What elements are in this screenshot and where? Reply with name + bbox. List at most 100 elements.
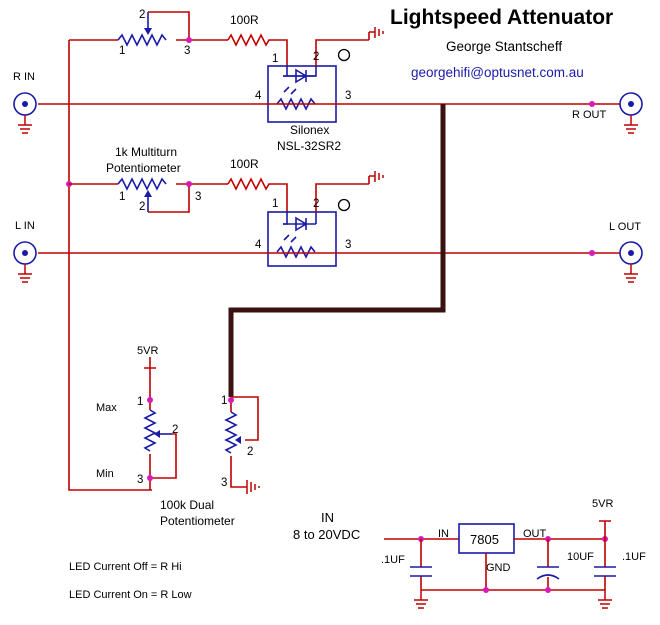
cap-in-icon: [410, 566, 432, 577]
regulator-part: 7805: [470, 532, 499, 547]
pot-bottom-pin-2: 2: [139, 201, 145, 213]
ground-icon: [414, 590, 428, 609]
pot-top-pin-3: 3: [184, 45, 190, 57]
opto-top-pin-3: 3: [345, 90, 351, 102]
r-in-label: R IN: [13, 71, 35, 83]
resistor-100r-top: [227, 33, 288, 66]
junction-dot: [589, 250, 595, 256]
supply-5vr-wire: [144, 357, 156, 369]
dual-pot-a-pin-3: 3: [137, 474, 143, 486]
schematic-title: Lightspeed Attenuator: [390, 6, 613, 29]
dual-pot-b-pin-2: 2: [247, 446, 253, 458]
resistor-top-value: 100R: [230, 13, 259, 27]
note-led-off: LED Current Off = R Hi: [69, 561, 182, 573]
junction-dot: [147, 397, 153, 403]
opto-led-icon: [283, 68, 316, 84]
pot-bottom-pin-3: 3: [195, 191, 201, 203]
opto-bottom-pin-4: 4: [255, 239, 262, 251]
resistor-bottom-value: 100R: [230, 157, 259, 171]
opto-ldr-icon: [276, 245, 316, 259]
dual-pot-a-resistor: [143, 409, 157, 452]
pot-bottom-pin-1: 1: [119, 191, 125, 203]
r-out-label: R OUT: [572, 109, 607, 121]
author-email: georgehifi@optusnet.com.au: [411, 65, 584, 80]
dual-pot-label-line1: 100k Dual: [160, 498, 214, 512]
ground-icon: [598, 590, 612, 609]
opto-light-arrows-icon: [283, 86, 297, 95]
reg-output-rail: 5VR: [592, 498, 613, 510]
cap-out-icon: [594, 566, 616, 577]
dual-pot-supply-label: 5VR: [137, 345, 158, 357]
author-name: George Stantscheff: [446, 39, 562, 54]
opto-bottom-pin-1: 1: [272, 198, 278, 210]
junction-dot: [589, 101, 595, 107]
junction-dot: [186, 181, 192, 187]
control-bus-wire: [68, 40, 152, 491]
r-in-connector-icon: [13, 92, 37, 134]
junction-dot: [228, 397, 234, 403]
multiturn-label-line1: 1k Multiturn: [115, 145, 177, 159]
reg-input-title: IN: [321, 510, 334, 525]
cap-out-value: .1UF: [622, 551, 646, 563]
ground-icon: [240, 480, 260, 494]
dual-pot-b-resistor: [224, 411, 238, 454]
wire: [315, 183, 369, 212]
wire: [150, 433, 177, 479]
l-out-label: L OUT: [609, 221, 641, 233]
wire: [315, 39, 369, 66]
dual-pot-a-pin-2: 2: [172, 424, 178, 436]
opto-led-wire: [283, 212, 317, 225]
r-out-connector-icon: [619, 92, 643, 134]
wiper-arrow-icon: [235, 436, 241, 444]
resistor-100r-bottom: [227, 177, 288, 212]
dual-pot-a-pin-1: 1: [137, 396, 143, 408]
cap-electrolytic-icon: [536, 566, 560, 580]
opto-top-pin-1: 1: [272, 53, 278, 65]
optocoupler-bottom-body: [267, 211, 337, 267]
l-in-connector-icon: [13, 241, 37, 283]
opto-bottom-pin-3: 3: [345, 239, 351, 251]
opto-led-icon: [283, 216, 316, 232]
opto-part-maker: Silonex: [290, 123, 329, 137]
cap-in-value: .1UF: [381, 554, 405, 566]
multiturn-label-line2: Potentiometer: [106, 161, 181, 175]
pot-top-pin-2: 2: [139, 9, 145, 21]
wire: [231, 396, 259, 441]
wiper-arrow-icon: [144, 28, 152, 35]
dual-pot-b-pin-3: 3: [221, 477, 227, 489]
wire: [148, 184, 190, 213]
wire: [148, 11, 190, 40]
dual-pot-label-line2: Potentiometer: [160, 514, 235, 528]
opto-led-wire: [283, 66, 317, 77]
opto-ldr-icon: [276, 97, 316, 111]
junction-dot: [147, 475, 153, 481]
ground-icon: [369, 171, 384, 182]
opto-light-arrows-icon: [283, 234, 297, 243]
reg-pin-in: IN: [438, 528, 449, 540]
reg-pin-out: OUT: [523, 528, 547, 540]
no-connect-pin-icon: [337, 48, 351, 62]
dual-pot-max-label: Max: [96, 402, 117, 414]
ground-icon: [369, 27, 384, 38]
opto-top-pin-4: 4: [255, 90, 262, 102]
pot-top-pin-1: 1: [119, 45, 125, 57]
supply-5vr-wire: [599, 520, 611, 539]
multiturn-pot-bottom-resistor: [117, 177, 167, 191]
cap-mid-value: 10UF: [567, 551, 594, 563]
note-led-on: LED Current On = R Low: [69, 589, 192, 601]
junction-dot: [186, 37, 192, 43]
dual-pot-mechanical-link: [228, 104, 446, 397]
dual-pot-b-pin-1: 1: [221, 395, 227, 407]
junction-dot: [545, 587, 551, 593]
opto-part-number: NSL-32SR2: [277, 139, 341, 153]
no-connect-pin-icon: [337, 198, 351, 212]
reg-input-range: 8 to 20VDC: [293, 527, 360, 542]
l-out-connector-icon: [619, 241, 643, 283]
dual-pot-min-label: Min: [96, 468, 114, 480]
junction-dot: [483, 587, 489, 593]
l-in-label: L IN: [15, 220, 35, 232]
opto-top-pin-2: 2: [313, 51, 319, 63]
multiturn-pot-top-resistor: [117, 33, 167, 47]
reg-pin-gnd: GND: [486, 562, 511, 574]
